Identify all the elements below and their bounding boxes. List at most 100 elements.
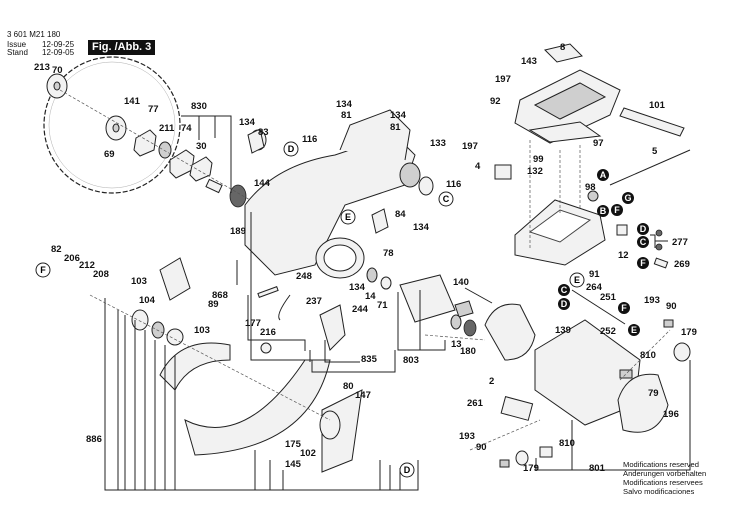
label-134b: 134	[336, 99, 353, 110]
label-180: 180	[460, 346, 476, 357]
stand-label: Stand	[7, 48, 28, 57]
gasket-30	[189, 156, 213, 182]
label-197b: 197	[462, 141, 478, 152]
label-139: 139	[555, 325, 571, 336]
svg-text:G: G	[624, 193, 631, 203]
dashed-assembly-lines	[59, 89, 671, 451]
label-803: 803	[403, 355, 419, 366]
connector-277b	[655, 243, 663, 251]
svg-text:E: E	[345, 212, 351, 222]
marker-filled-f: F	[611, 204, 623, 216]
label-84: 84	[395, 209, 406, 220]
label-251: 251	[600, 292, 617, 303]
label-79: 79	[648, 388, 659, 399]
label-8: 8	[560, 42, 565, 53]
label-147: 147	[355, 390, 371, 401]
bearing-14	[366, 267, 378, 283]
connector-269	[653, 257, 669, 269]
svg-text:F: F	[621, 303, 627, 313]
brush-holder-810b	[539, 446, 553, 458]
svg-text:B: B	[600, 206, 607, 216]
label-212: 212	[79, 260, 95, 271]
label-99: 99	[533, 154, 544, 165]
svg-text:C: C	[561, 285, 568, 295]
bracket-97	[528, 121, 602, 143]
marker-open-e: E	[340, 209, 356, 225]
part-number-labels: 8 143 197 92 101 97 197 4 99 132 5 98 21…	[34, 42, 697, 474]
label-116b: 116	[446, 179, 461, 190]
label-13: 13	[451, 339, 462, 350]
label-83: 83	[258, 127, 269, 138]
label-30: 30	[196, 141, 207, 152]
blade-guard-upper	[159, 342, 231, 391]
label-216: 216	[260, 327, 276, 338]
svg-text:D: D	[288, 144, 295, 154]
bearing-ring	[151, 321, 165, 339]
label-134a: 134	[239, 117, 256, 128]
label-175: 175	[285, 439, 302, 450]
label-133: 133	[430, 138, 446, 149]
bearing-13	[450, 314, 462, 330]
issue-date: 12-09-25	[42, 40, 75, 49]
outer-flange	[46, 73, 68, 99]
marker-filled-d: D	[637, 223, 649, 235]
modifications-fr: Modifications reservees	[623, 478, 703, 487]
cover-104	[159, 257, 191, 301]
label-277: 277	[672, 237, 688, 248]
label-801: 801	[589, 463, 606, 474]
svg-text:D: D	[640, 224, 647, 234]
blade-guard-lower	[184, 359, 331, 456]
stand-date: 12-09-05	[42, 48, 75, 57]
label-264: 264	[586, 282, 603, 293]
brush-holder-810a	[619, 369, 633, 379]
svg-text:C: C	[443, 194, 450, 204]
label-261: 261	[467, 398, 484, 409]
carbon-brush-90a	[663, 319, 674, 328]
marker-filled-g: G	[622, 192, 634, 204]
label-92: 92	[490, 96, 501, 107]
label-868: 868	[212, 290, 228, 301]
connector-277a	[655, 229, 663, 237]
bearing-211	[158, 141, 172, 159]
fan-guard-ring	[315, 237, 365, 279]
label-101: 101	[649, 100, 666, 111]
bracket-84	[371, 208, 389, 234]
label-143: 143	[521, 56, 537, 67]
spindle	[205, 178, 223, 194]
modifications-de: Änderungen vorbehalten	[623, 469, 707, 478]
wire-harness-251	[571, 289, 626, 325]
label-134e: 134	[349, 282, 366, 293]
label-81a: 81	[341, 110, 352, 121]
label-78: 78	[383, 248, 394, 259]
cover-plate-77	[133, 129, 157, 157]
label-206: 206	[64, 253, 80, 264]
handle-cover-92	[514, 69, 621, 144]
inner-flange	[105, 115, 127, 141]
label-132: 132	[527, 166, 543, 177]
washer-116b	[418, 176, 434, 196]
label-116a: 116	[302, 134, 317, 145]
svg-text:E: E	[574, 275, 580, 285]
marker-filled-e: E	[628, 324, 640, 336]
brush-cap-179b	[515, 450, 529, 466]
marker-filled-d2: D	[558, 298, 570, 310]
pin-868	[257, 286, 279, 298]
marker-filled-b: B	[597, 205, 609, 217]
modifications-en: Modifications reserved	[623, 460, 699, 469]
label-144: 144	[254, 178, 271, 189]
label-90b: 90	[476, 442, 487, 453]
svg-text:A: A	[600, 170, 607, 180]
label-12: 12	[618, 250, 629, 261]
label-91: 91	[589, 269, 600, 280]
washer-216	[260, 342, 272, 354]
fan-cover-79	[617, 373, 669, 433]
marker-filled-a: A	[597, 169, 609, 181]
marker-filled-f2: F	[637, 257, 649, 269]
brush-cap-179a	[673, 342, 691, 362]
bolt-140	[464, 287, 493, 304]
guard-washer	[319, 410, 341, 440]
svg-text:D: D	[561, 299, 568, 309]
label-145: 145	[285, 459, 302, 470]
leader-lines	[104, 115, 691, 491]
